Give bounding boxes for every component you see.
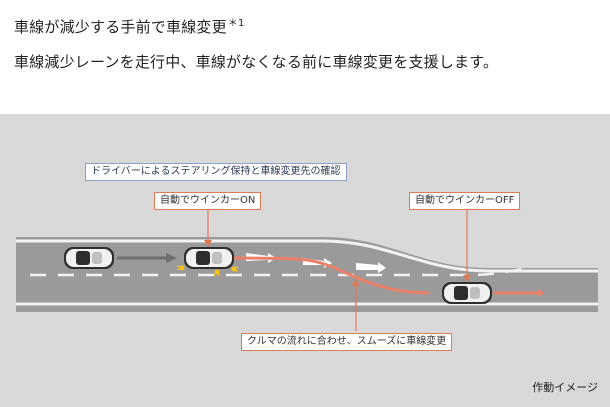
page-subtitle: 車線減少レーンを走行中、車線がなくなる前に車線変更を支援します。 [14, 53, 499, 71]
car-icon [442, 282, 492, 304]
title-footnote: ＊1 [227, 18, 245, 29]
image-caption: 作動イメージ [532, 381, 598, 394]
road-upper-edge [16, 239, 598, 273]
car-icon [184, 247, 234, 269]
callout-on-pointer [204, 240, 212, 247]
smooth-merge-callout: クルマの流れに合わせ、スムーズに車線変更 [241, 333, 453, 351]
title-text: 車線が減少する手前で車線変更 [14, 18, 227, 36]
page-title: 車線が減少する手前で車線変更＊1 [14, 14, 245, 37]
callout-off-pointer [463, 275, 471, 282]
chevron-3 [356, 262, 386, 273]
motion-arrowhead [166, 253, 177, 263]
trajectory-line [231, 256, 431, 295]
blinker-icon [176, 265, 239, 277]
car-icon [64, 247, 114, 269]
callout-merge-pointer [352, 279, 360, 286]
blinker-off-callout: 自動でウインカーOFF [409, 192, 521, 210]
driver-check-note: ドライバーによるステアリング保持と車線変更先の確認 [85, 163, 347, 181]
blinker-on-callout: 自動でウインカーON [154, 192, 262, 210]
